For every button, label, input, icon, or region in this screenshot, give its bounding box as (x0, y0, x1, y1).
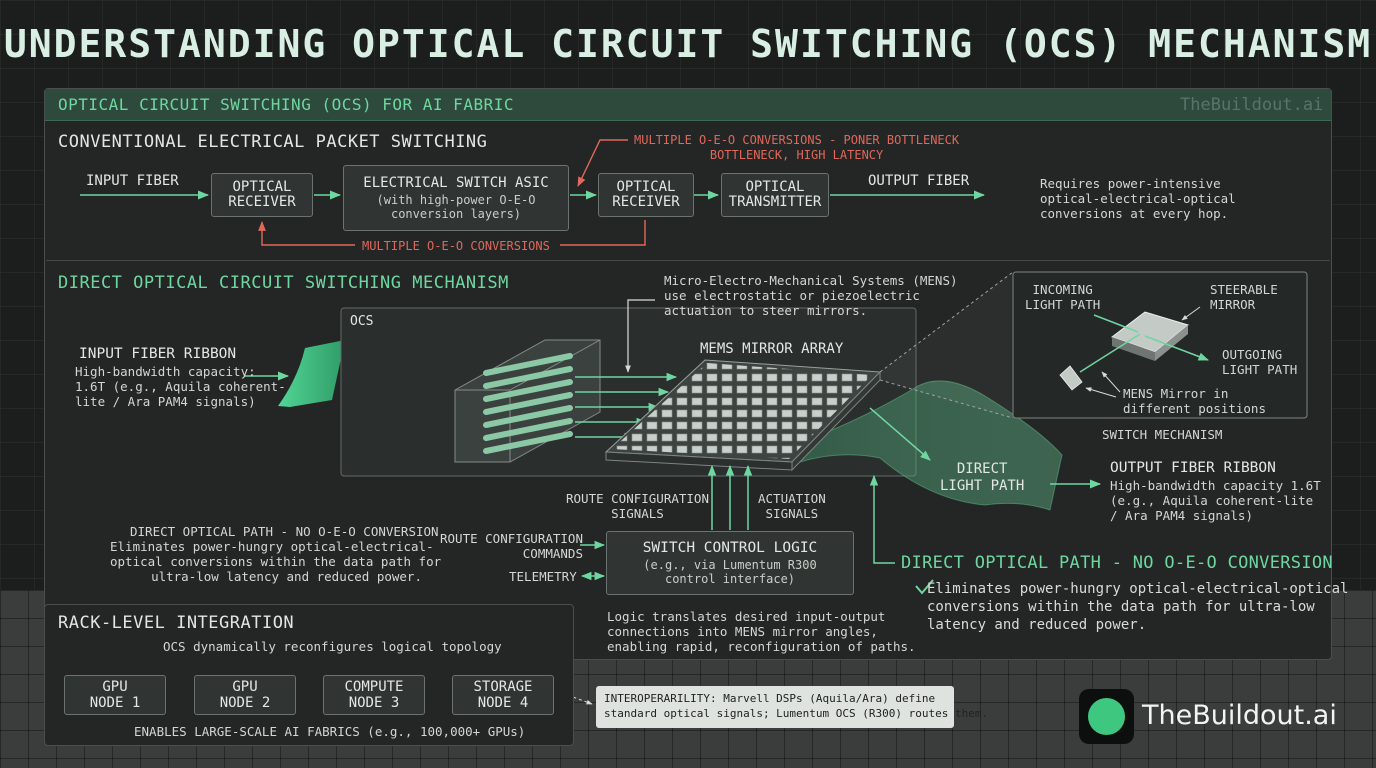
interop-pointer (561, 692, 593, 705)
output-ribbon-title: OUTPUT FIBER RIBBON (1110, 460, 1276, 476)
positions-pointer-2 (1085, 387, 1117, 398)
electrical-switch-asic: ELECTRICAL SWITCH ASIC (with high-power … (343, 165, 569, 231)
oeo-loop-right (560, 220, 646, 246)
steerable-mirror-label: STEERABLE MIRROR (1210, 282, 1278, 312)
arrow-direct-light (869, 407, 931, 461)
gpu-node-1: GPU NODE 1 (64, 675, 166, 715)
route-signals-label: ROUTE CONFIGURATION SIGNALS (566, 491, 709, 521)
inset-light-paths (1079, 314, 1209, 373)
optical-transmitter-label: OPTICAL TRANSMITTER (728, 179, 822, 210)
control-subtitle: (e.g., via Lumentum R300 control interfa… (643, 557, 817, 586)
actuation-signals-label: ACTUATION SIGNALS (758, 491, 826, 521)
switch-control-logic: SWITCH CONTROL LOGIC (e.g., via Lumentum… (606, 531, 854, 595)
node-label: GPU NODE 2 (219, 679, 271, 711)
oeo-loop-left (258, 221, 355, 246)
mems-note-pointer (625, 299, 655, 373)
logo-text: TheBuildout.ai (1142, 700, 1337, 731)
output-ribbon-shape (791, 380, 1063, 511)
interoperability-callout: INTEROPERARILITY: Marvell DSPs (Aquila/A… (596, 686, 988, 728)
optical-receiver-1: OPTICAL RECEIVER (211, 173, 313, 217)
compute-node-3: COMPUTE NODE 3 (323, 675, 425, 715)
direct-title: DIRECT OPTICAL CIRCUIT SWITCHING MECHANI… (58, 273, 509, 293)
right-oeo-note-body: Eliminates power-hungry optical-electric… (927, 581, 1349, 633)
output-fiber-label: OUTPUT FIBER (868, 173, 970, 189)
mirror-positions-label: MENS Mirror in different positions (1123, 386, 1266, 416)
steerable-mirror-graphic (1059, 311, 1190, 391)
input-ribbon-title: INPUT FIBER RIBBON (79, 346, 237, 362)
bottleneck-note: MULTIPLE O-E-O CONVERSIONS - PONER BOTTL… (634, 133, 960, 162)
node-label: STORAGE NODE 4 (473, 679, 533, 711)
gpu-node-2: GPU NODE 2 (194, 675, 296, 715)
node-label: COMPUTE NODE 3 (344, 679, 404, 711)
conventional-side-note: Requires power-intensive optical-electri… (1040, 176, 1236, 221)
checkmark-icon (915, 579, 934, 595)
output-ribbon-desc: High-bandwidth capacity 1.6T (e.g., Aqui… (1110, 478, 1321, 523)
panel-title: OPTICAL CIRCUIT SWITCHING (OCS) FOR AI F… (58, 95, 514, 114)
route-commands-label: ROUTE CONFIGURATION COMMANDS (440, 531, 583, 561)
left-oeo-note-body: Eliminates power-hungry optical-electric… (110, 539, 441, 584)
control-title: SWITCH CONTROL LOGIC (642, 539, 818, 556)
mems-array-label: MEMS MIRROR ARRAY (700, 341, 844, 357)
storage-node-4: STORAGE NODE 4 (452, 675, 554, 715)
input-fiber-label: INPUT FIBER (86, 173, 179, 189)
input-ribbon-shape (278, 340, 345, 407)
optical-receiver-2: OPTICAL RECEIVER (598, 173, 694, 217)
outgoing-light-label: OUTGOING LIGHT PATH (1222, 347, 1298, 377)
inset-projection-fill (880, 272, 1013, 418)
bottleneck-pointer (577, 139, 628, 187)
node-label: GPU NODE 1 (89, 679, 141, 711)
optical-transmitter: OPTICAL TRANSMITTER (721, 173, 829, 217)
oeo-loop-note: MULTIPLE O-E-O CONVERSIONS (362, 239, 550, 253)
mems-note: Micro-Electro-Mechanical Systems (MENS) … (664, 273, 958, 318)
panel-header (45, 89, 1331, 121)
optical-receiver-1-label: OPTICAL RECEIVER (228, 179, 296, 210)
right-oeo-note-title: DIRECT OPTICAL PATH - NO O-E-O CONVERSIO… (901, 553, 1333, 573)
inset-projection (879, 271, 1014, 419)
ocs-label: OCS (350, 314, 374, 329)
left-oeo-note-title: DIRECT OPTICAL PATH - NO O-E-O CONVERSIO… (130, 524, 439, 539)
asic-title: ELECTRICAL SWITCH ASIC (363, 174, 549, 191)
rack-topology-note: OCS dynamically reconfigures logical top… (163, 639, 502, 654)
rack-footer: ENABLES LARGE-SCALE AI FABRICS (e.g., 10… (134, 724, 526, 739)
logo-dot-icon (1088, 698, 1125, 735)
asic-subtitle: (with high-power O-E-O conversion layers… (376, 192, 536, 221)
conventional-section (46, 121, 1330, 261)
telemetry-label: TELEMETRY (509, 569, 577, 584)
rack-title: RACK-LEVEL INTEGRATION (58, 613, 295, 633)
optical-receiver-2-label: OPTICAL RECEIVER (612, 179, 680, 210)
fiber-bundle (454, 339, 601, 463)
conventional-arrows (80, 139, 986, 246)
positions-pointer-1 (1101, 371, 1121, 393)
watermark: TheBuildout.ai (1180, 95, 1324, 115)
control-note: Logic translates desired input-output co… (607, 609, 916, 654)
switch-mechanism-caption: SWITCH MECHANISM (1102, 427, 1223, 442)
steerable-pointer (1181, 306, 1201, 321)
conventional-title: CONVENTIONAL ELECTRICAL PACKET SWITCHING (58, 132, 488, 152)
page-title: UNDERSTANDING OPTICAL CIRCUIT SWITCHING … (3, 22, 1373, 66)
direct-light-path-label: DIRECT LIGHT PATH (940, 461, 1025, 494)
input-ribbon-desc: High-bandwidth capacity: 1.6T (e.g., Aqu… (75, 364, 286, 409)
light-arrows (575, 372, 678, 442)
incoming-light-label: INCOMING LIGHT PATH (1025, 282, 1101, 312)
control-arrows (580, 464, 895, 581)
